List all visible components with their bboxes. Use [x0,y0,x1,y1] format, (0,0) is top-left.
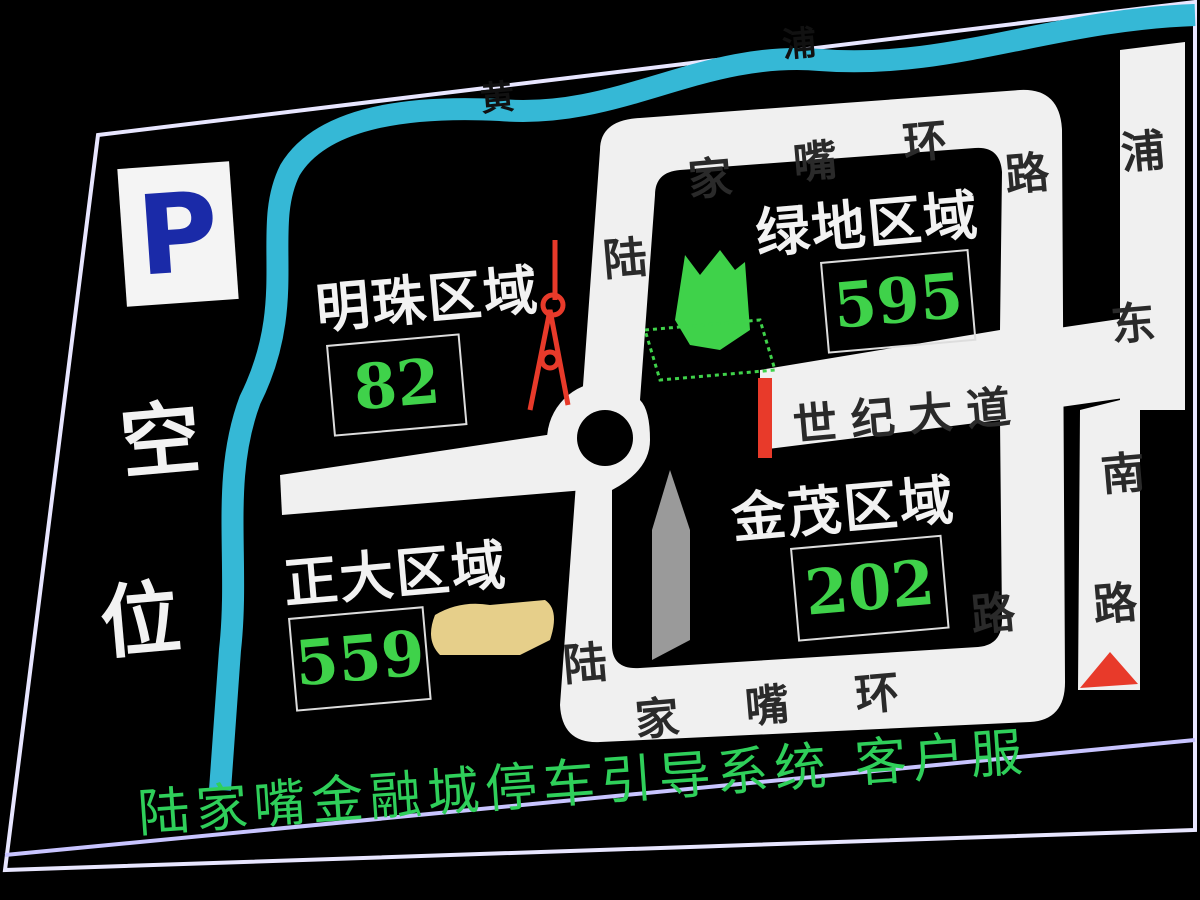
zone-lvdi-count: 595 [820,249,977,354]
zone-zhengda-count: 559 [288,606,432,712]
zhengda-mall-icon [431,600,554,655]
vacancy-label-1: 空 [116,390,205,491]
ring-road-top-3: 环 [900,115,950,170]
ticker-divider [4,738,1196,857]
parking-sign: P [117,161,239,307]
century-avenue-marker [758,378,772,458]
ring-road-top-1: 家 [685,152,735,207]
river-label-2: 浦 [780,23,819,66]
pudong-road-1: 浦 [1118,125,1168,180]
vacancy-label-2: 位 [96,570,185,671]
pudong-road-4: 路 [1090,577,1140,632]
sign-border [2,0,1197,873]
ring-road-top-2: 嘴 [790,135,840,190]
pudong-road-3: 南 [1098,447,1148,502]
river [209,4,1196,791]
pudong-road-2: 东 [1108,297,1158,352]
ring-road-left: 陆 [600,232,650,287]
ring-road-right: 路 [968,587,1018,642]
direction-arrow-icon [1080,652,1138,688]
tv-tower-icon [527,240,571,411]
zone-jinmao-count: 202 [790,534,950,642]
zone-mingzhu-count: 82 [326,333,468,437]
roundabout-center [577,410,633,466]
jinmao-tower-icon [652,470,690,660]
ring-road-bottom-1: 陆 [560,637,610,692]
ring-road-bottom-4: 环 [852,667,902,722]
greenland-tree-icon [643,250,777,382]
ring-road-top-4: 路 [1002,147,1052,202]
river-label-1: 黄 [478,77,517,120]
